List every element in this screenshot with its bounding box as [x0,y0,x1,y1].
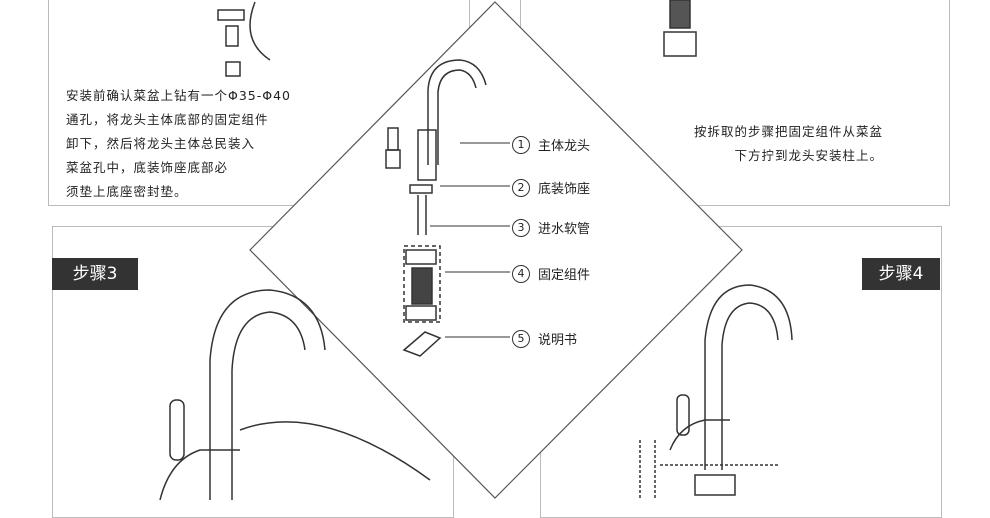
parts-diamond [249,1,743,499]
part-number: 2 [512,178,530,197]
part-label: 主体龙头 [538,139,591,154]
faucet-illustrations [159,0,793,500]
part-number: 1 [512,135,530,154]
step1-line: 安装前确认菜盆上钻有一个Φ35-Φ40 [66,88,292,103]
step2-line: 按拆取的步骤把固定组件从菜盆 [694,124,884,139]
part-item: 2 底装饰座 [512,178,590,197]
part-number: 4 [512,264,530,283]
step3-label: 步骤3 [52,258,138,290]
step4-label: 步骤4 [862,258,940,290]
step1-line: 菜盆孔中，底装饰座底部必 [66,160,229,175]
part-label: 说明书 [538,333,578,348]
part-label: 进水软管 [538,222,591,237]
part-item: 1 主体龙头 [512,135,590,154]
step2-instructions: 按拆取的步骤把固定组件从菜盆 下方拧到龙头安装柱上。 [694,120,883,168]
part-number: 3 [512,218,530,237]
part-item: 4 固定组件 [512,264,590,283]
part-label: 底装饰座 [538,182,591,197]
step1-line: 通孔，将龙头主体底部的固定组件 [66,112,269,127]
step1-instructions: 安装前确认菜盆上钻有一个Φ35-Φ40 通孔，将龙头主体底部的固定组件 卸下，然… [66,84,291,204]
part-item: 5 说明书 [512,329,577,348]
part-item: 3 进水软管 [512,218,590,237]
step1-line: 卸下，然后将龙头主体总民装入 [66,136,256,151]
step2-line: 下方拧到龙头安装柱上。 [734,148,884,163]
part-number: 5 [512,329,530,348]
part-label: 固定组件 [538,268,591,283]
step1-line: 须垫上底座密封垫。 [66,184,188,199]
